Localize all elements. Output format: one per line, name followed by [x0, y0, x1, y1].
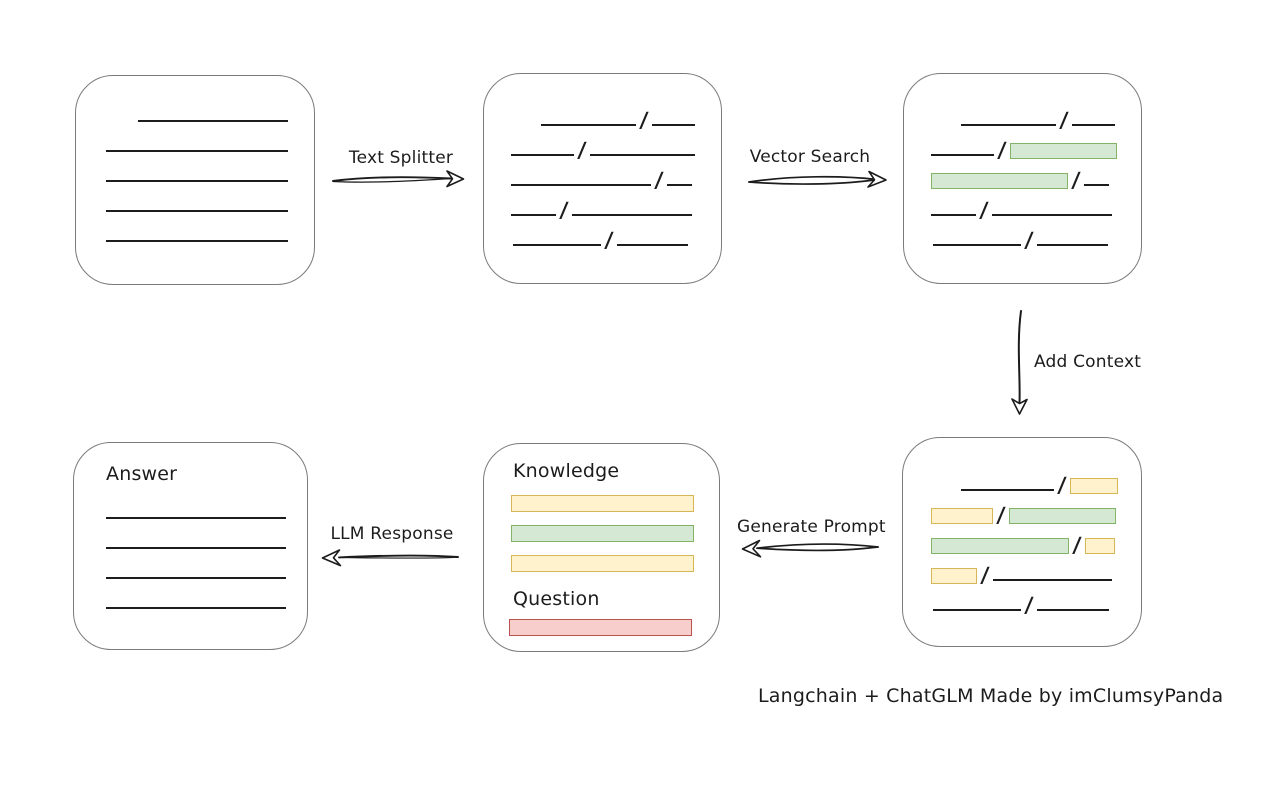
chunk-row: / [903, 495, 1141, 527]
answer-box: Answer [73, 442, 308, 650]
answer-label: Answer [106, 463, 178, 485]
text-line [106, 547, 286, 549]
context-chunks-box: / / / / / [902, 437, 1142, 647]
text-line-segment [931, 154, 994, 156]
text-line [106, 180, 288, 182]
slash-separator: / [1023, 228, 1034, 252]
text-line-segment [651, 124, 695, 126]
document-lines [76, 76, 314, 242]
chunk-row: / [903, 585, 1141, 617]
slash-separator: / [996, 138, 1007, 162]
document-box [75, 75, 315, 285]
text-line-segment [511, 154, 574, 156]
text-line [106, 517, 286, 519]
chunk-row: / [904, 130, 1141, 162]
text-line-segment [933, 244, 1021, 246]
text-line-segment [1083, 184, 1109, 186]
yellow-bar [511, 495, 694, 512]
slash-separator: / [1056, 473, 1067, 497]
chunk-row: / [904, 160, 1141, 192]
text-line [138, 120, 288, 122]
slash-separator: / [1071, 533, 1082, 557]
credit-text: Langchain + ChatGLM Made by imClumsyPand… [758, 685, 1224, 707]
slash-separator: / [653, 168, 664, 192]
text-splitter-label: Text Splitter [348, 148, 454, 168]
slash-separator: / [638, 108, 649, 132]
text-line-segment [931, 214, 976, 216]
chunk-row: / [903, 525, 1141, 557]
answer-lines [74, 485, 307, 609]
slash-separator: / [978, 198, 989, 222]
chunk-row: / [484, 130, 721, 162]
chunk-row: / [903, 555, 1141, 587]
chunk-yellow [1084, 538, 1115, 554]
text-line [106, 150, 288, 152]
text-line-segment [616, 244, 688, 246]
text-line-segment [991, 214, 1112, 216]
slash-separator: / [603, 228, 614, 252]
llm-response-label: LLM Response [330, 524, 454, 544]
text-line-segment [992, 579, 1112, 581]
chunk-row: / [903, 465, 1141, 497]
text-line-segment [589, 154, 695, 156]
prompt-box: Knowledge Question [483, 443, 720, 652]
chunk-yellow [931, 508, 993, 524]
text-line-segment [1071, 124, 1115, 126]
text-line-segment [666, 184, 692, 186]
slash-separator: / [1058, 108, 1069, 132]
chunk-yellow [1069, 478, 1118, 494]
chunk-green [1009, 143, 1117, 159]
text-line-segment [961, 124, 1056, 126]
llm-response-arrow [321, 549, 459, 567]
chunk-green [931, 173, 1068, 189]
chunk-row: / [484, 220, 721, 252]
question-bars [509, 619, 719, 636]
chunk-row: / [904, 220, 1141, 252]
vector-search-label: Vector Search [749, 147, 871, 167]
generate-prompt-label: Generate Prompt [737, 517, 886, 537]
green-bar [511, 525, 694, 542]
chunk-green [1008, 508, 1116, 524]
chunk-row: / [904, 100, 1141, 132]
text-line-segment [1036, 609, 1109, 611]
chunk-green [931, 538, 1069, 554]
generate-prompt-arrow [741, 539, 879, 558]
yellow-bar [511, 555, 694, 572]
chunk-row: / [484, 190, 721, 222]
red-bar [509, 619, 692, 636]
chunk-row: / [484, 160, 721, 192]
retrieved-chunks-box: / / / / / [903, 73, 1142, 284]
text-splitter-arrow [332, 170, 465, 188]
split-chunks-box: / / / / / [483, 73, 722, 284]
text-line-segment [571, 214, 692, 216]
chunk-row: / [904, 190, 1141, 222]
knowledge-bars [511, 495, 719, 572]
text-line [106, 240, 288, 242]
text-line-segment [511, 184, 651, 186]
text-line-segment [513, 244, 601, 246]
text-line-segment [1036, 244, 1108, 246]
text-line [106, 210, 288, 212]
question-label: Question [513, 588, 600, 610]
chunk-yellow [931, 568, 977, 584]
text-line-segment [511, 214, 556, 216]
text-line-segment [933, 609, 1021, 611]
slash-separator: / [1023, 593, 1034, 617]
slash-separator: / [979, 563, 990, 587]
slash-separator: / [576, 138, 587, 162]
vector-search-arrow [748, 170, 887, 188]
add-context-arrow [1011, 310, 1028, 415]
text-line-segment [541, 124, 636, 126]
text-line [106, 607, 286, 609]
text-line-segment [961, 489, 1054, 491]
knowledge-label: Knowledge [513, 460, 620, 482]
add-context-label: Add Context [1034, 352, 1142, 372]
slash-separator: / [1070, 168, 1081, 192]
slash-separator: / [995, 503, 1006, 527]
chunk-row: / [484, 100, 721, 132]
slash-separator: / [558, 198, 569, 222]
text-line [106, 577, 286, 579]
